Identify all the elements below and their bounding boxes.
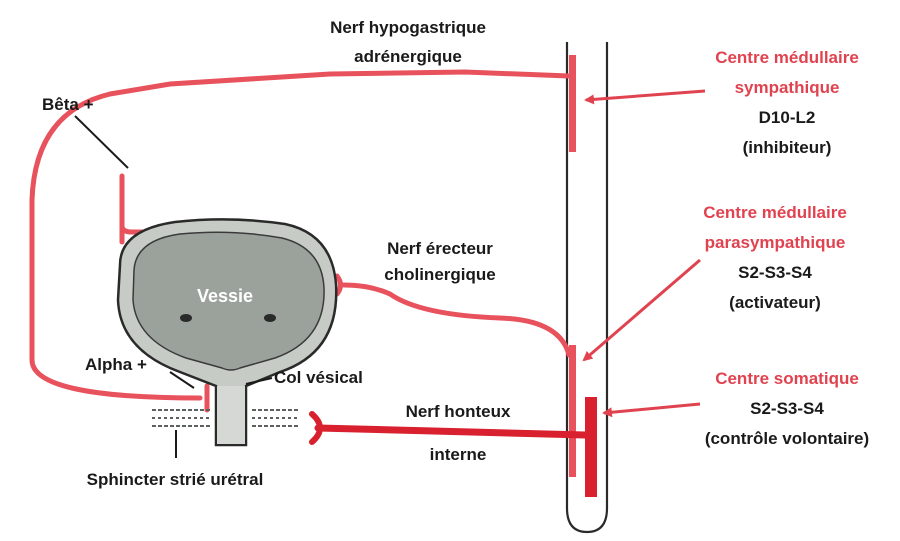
label-sphincter: Sphincter strié urétral	[87, 470, 264, 489]
label-pudendal-1: Nerf honteux	[406, 402, 511, 421]
label-alpha: Alpha +	[85, 355, 147, 374]
label-col-vesical: Col vésical	[274, 368, 363, 387]
label-beta: Bêta +	[42, 95, 94, 114]
sympathetic-title-2: sympathique	[735, 78, 840, 97]
sympathetic-level: D10-L2	[759, 108, 816, 127]
somatic-title: Centre somatique	[715, 369, 859, 388]
ureter-orifice-left	[180, 314, 192, 322]
sympathetic-role: (inhibiteur)	[743, 138, 832, 157]
erector-nerve	[337, 276, 569, 355]
somatic-level: S2-S3-S4	[750, 399, 824, 418]
label-erector-2: cholinergique	[384, 265, 495, 284]
beta-leader	[75, 116, 128, 168]
arrow-sympathetic	[586, 91, 705, 100]
somatic-center-bar	[585, 397, 597, 497]
parasympathetic-level: S2-S3-S4	[738, 263, 812, 282]
label-hypogastric-2: adrénergique	[354, 47, 462, 66]
parasympathetic-center-bar	[569, 345, 576, 477]
somatic-role: (contrôle volontaire)	[705, 429, 869, 448]
label-vessie: Vessie	[197, 286, 253, 306]
parasympathetic-title-1: Centre médullaire	[703, 203, 847, 222]
sympathetic-center-bar	[569, 55, 576, 152]
label-pudendal-2: interne	[430, 445, 487, 464]
label-hypogastric-1: Nerf hypogastrique	[330, 18, 486, 37]
ureter-orifice-right	[264, 314, 276, 322]
arrow-somatic	[604, 404, 700, 413]
parasympathetic-title-2: parasympathique	[705, 233, 846, 252]
bladder	[118, 219, 336, 445]
arrow-parasympathetic	[584, 260, 700, 360]
parasympathetic-role: (activateur)	[729, 293, 821, 312]
sympathetic-title-1: Centre médullaire	[715, 48, 859, 67]
label-erector-1: Nerf érecteur	[387, 239, 493, 258]
